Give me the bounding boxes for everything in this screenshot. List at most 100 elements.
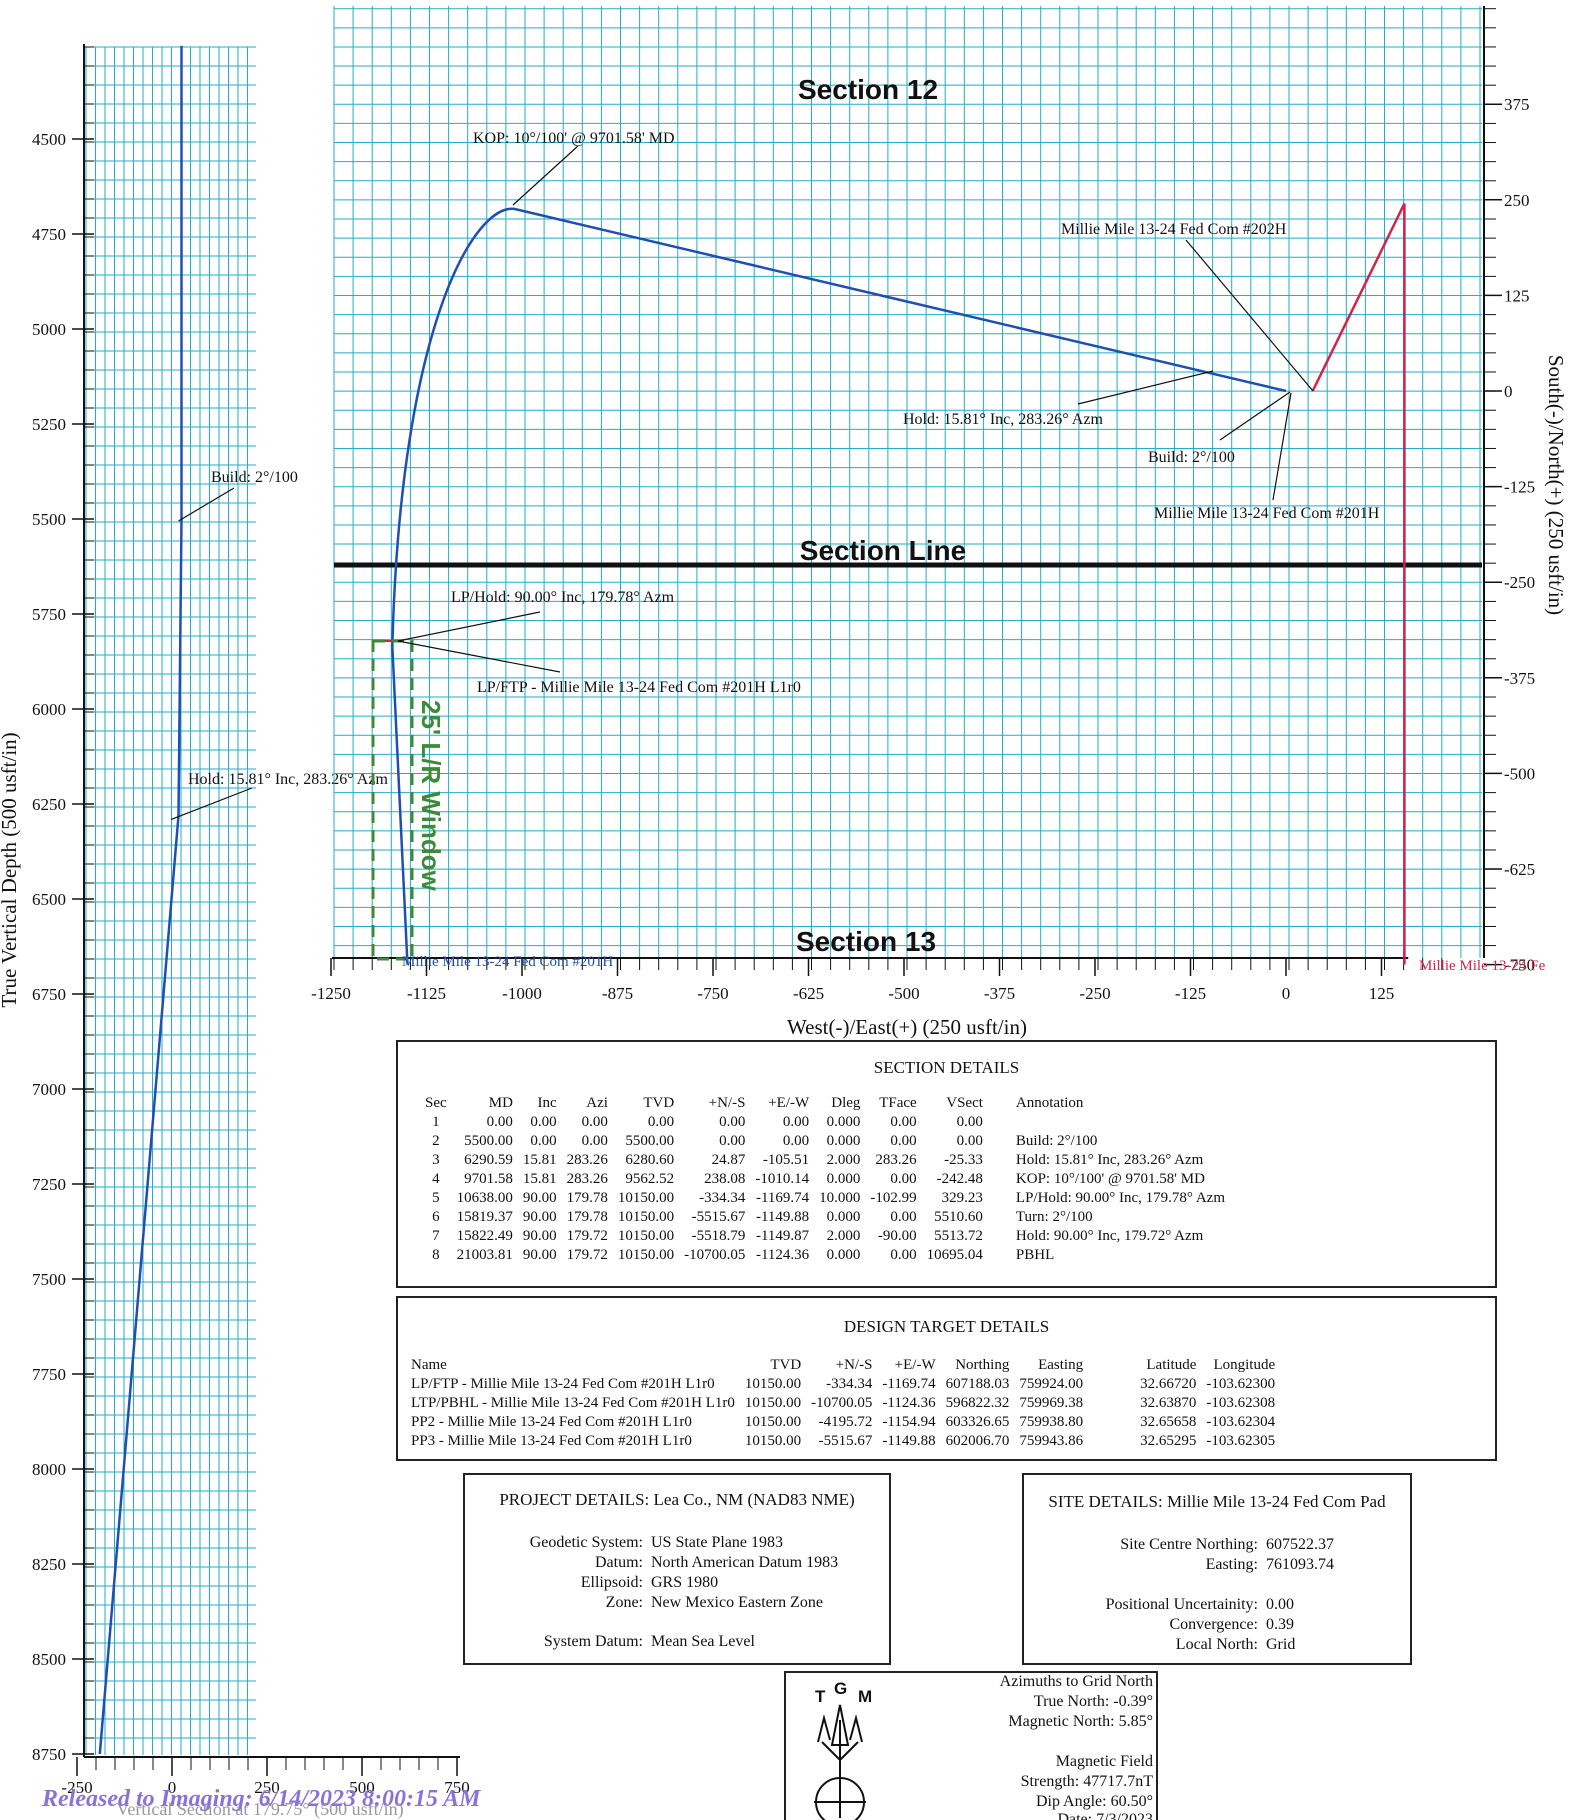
project-value: North American Datum 1983 bbox=[651, 1554, 839, 1571]
site-row: Positional Uncertainity:0.00 bbox=[1024, 1595, 1334, 1615]
well-201h-bottom-label: Millie Mile 13-24 Fed Com #201H bbox=[402, 954, 613, 970]
annotation-leader bbox=[512, 145, 579, 206]
ew-tick-label: -375 bbox=[984, 984, 1015, 1003]
section-table-cell: 0.00 bbox=[782, 1114, 810, 1130]
target-table-cell: 759938.80 bbox=[1019, 1414, 1084, 1430]
ew-tick-label: -1250 bbox=[311, 984, 351, 1003]
section-table-cell: 179.78 bbox=[566, 1209, 608, 1225]
section-table-cell: 0.000 bbox=[826, 1247, 861, 1263]
section-table-cell: 0.00 bbox=[890, 1247, 917, 1263]
section-column-header: Dleg bbox=[831, 1095, 861, 1111]
section-table-cell: -25.33 bbox=[944, 1152, 983, 1168]
section-table-cell: 0.00 bbox=[956, 1114, 983, 1130]
lp-hold-annotation: LP/Hold: 90.00° Inc, 179.78° Azm bbox=[451, 589, 675, 606]
section-column-header: +E/-W bbox=[768, 1095, 810, 1111]
vertical-section-y-axis-label: True Vertical Depth (500 usft/in) bbox=[0, 732, 21, 1007]
project-row: Zone:New Mexico Eastern Zone bbox=[465, 1593, 838, 1613]
target-column-header: Name bbox=[411, 1357, 447, 1373]
site-key: Easting: bbox=[1205, 1556, 1258, 1573]
ew-tick-label: -1125 bbox=[407, 984, 446, 1003]
magnetic-north-letter: M bbox=[858, 1687, 872, 1706]
target-table-cell: 10150.00 bbox=[744, 1376, 802, 1392]
tvd-tick-label: 8250 bbox=[32, 1555, 66, 1574]
project-key: Zone: bbox=[605, 1594, 643, 1611]
target-table-cell: 32.65295 bbox=[1140, 1433, 1197, 1449]
section-table-cell: KOP: 10°/100' @ 9701.58' MD bbox=[1015, 1171, 1205, 1187]
section-table-cell: 9701.58 bbox=[464, 1171, 513, 1187]
ew-tick-label: -250 bbox=[1079, 984, 1110, 1003]
section-table-cell: PBHL bbox=[1015, 1247, 1055, 1263]
section-table-cell: 10150.00 bbox=[617, 1228, 675, 1244]
target-table-cell: -1149.88 bbox=[882, 1433, 936, 1449]
well-202h-label: Millie Mile 13-24 Fed Com #202H bbox=[1061, 221, 1287, 238]
build-annotation: Build: 2°/100 bbox=[1148, 449, 1235, 466]
section-table-cell: 0.00 bbox=[719, 1114, 746, 1130]
magnetic-north-value: Magnetic North: 5.85° bbox=[1008, 1713, 1153, 1730]
magnetic-strength: Strength: 47717.7nT bbox=[1021, 1773, 1154, 1790]
target-column-header: Latitude bbox=[1146, 1357, 1197, 1373]
target-table-cell: -103.62304 bbox=[1206, 1414, 1276, 1430]
site-row: Convergence:0.39 bbox=[1024, 1615, 1334, 1635]
magnetic-field-title: Magnetic Field bbox=[1056, 1753, 1153, 1770]
section-table-cell: Hold: 90.00° Inc, 179.72° Azm bbox=[1015, 1228, 1204, 1244]
section-table-cell: 21003.81 bbox=[456, 1247, 513, 1263]
site-details-rows: Site Centre Northing:607522.37 Easting:7… bbox=[1024, 1535, 1334, 1655]
ew-tick-label: 0 bbox=[1282, 984, 1291, 1003]
section-table-cell: 179.72 bbox=[566, 1247, 608, 1263]
ns-tick-label: -500 bbox=[1504, 764, 1535, 783]
target-table-cell: 759969.38 bbox=[1019, 1395, 1084, 1411]
section-column-header: Sec bbox=[425, 1095, 447, 1111]
well-202h-bottom-label: Millie Mile 13-24 Fe bbox=[1419, 958, 1546, 974]
section-table-cell: 0.00 bbox=[581, 1114, 608, 1130]
well-201h-path bbox=[391, 207, 1287, 965]
target-table-cell: 32.65658 bbox=[1140, 1414, 1197, 1430]
section-table-cell: 10695.04 bbox=[926, 1247, 983, 1263]
site-row: Site Centre Northing:607522.37 bbox=[1024, 1535, 1334, 1555]
section-table-cell: 0.00 bbox=[890, 1209, 917, 1225]
vertical-section-well-path bbox=[98, 45, 183, 1755]
vertical-section-x-axis-label: Vertical Section at 179.75° (500 usft/in… bbox=[116, 1799, 403, 1820]
section-table-cell: 0.00 bbox=[581, 1133, 608, 1149]
section-table-cell: 3 bbox=[432, 1152, 440, 1168]
vs-tick-label: 250 bbox=[254, 1778, 280, 1797]
hold-annotation: Hold: 15.81° Inc, 283.26° Azm bbox=[188, 771, 388, 788]
target-table-cell: 32.66720 bbox=[1140, 1376, 1197, 1392]
section-table-cell: 15.81 bbox=[522, 1171, 557, 1187]
target-table-cell: 10150.00 bbox=[744, 1395, 802, 1411]
ew-tick-label: -125 bbox=[1175, 984, 1206, 1003]
ns-tick-label: 250 bbox=[1504, 191, 1530, 210]
section-table-cell: 24.87 bbox=[711, 1152, 746, 1168]
plan-view-axes: -1250-1125-1000-875-750-625-500-375-250-… bbox=[311, 6, 1535, 1003]
dip-angle: Dip Angle: 60.50° bbox=[1036, 1793, 1153, 1810]
section-table-cell: -1149.87 bbox=[755, 1228, 810, 1244]
project-value: Mean Sea Level bbox=[651, 1633, 755, 1650]
target-table-row: PP3 - Millie Mile 13-24 Fed Com #201H L1… bbox=[406, 1432, 1280, 1451]
true-north-letter: T bbox=[815, 1687, 826, 1706]
section-column-header: TFace bbox=[879, 1095, 917, 1111]
ew-tick-label: -625 bbox=[793, 984, 824, 1003]
section-column-header: +N/-S bbox=[708, 1095, 746, 1111]
project-details-rows: Geodetic System:US State Plane 1983 Datu… bbox=[465, 1533, 838, 1652]
section-table-cell: 10.000 bbox=[819, 1190, 861, 1206]
site-row: Local North:Grid bbox=[1024, 1635, 1334, 1655]
section-table-cell: 5500.00 bbox=[464, 1133, 513, 1149]
tvd-tick-label: 7000 bbox=[32, 1080, 66, 1099]
target-table-cell: -103.62300 bbox=[1206, 1376, 1276, 1392]
section-table-cell: 0.00 bbox=[782, 1133, 810, 1149]
target-table-row: PP2 - Millie Mile 13-24 Fed Com #201H L1… bbox=[406, 1413, 1280, 1432]
section-table-cell: 90.00 bbox=[522, 1228, 557, 1244]
section-table-cell: 238.08 bbox=[704, 1171, 746, 1187]
tvd-tick-label: 4750 bbox=[32, 225, 66, 244]
target-table-cell: 759943.86 bbox=[1019, 1433, 1084, 1449]
vs-tick-label: 0 bbox=[168, 1778, 177, 1797]
project-key: Ellipsoid: bbox=[580, 1574, 643, 1591]
site-key: Positional Uncertainity: bbox=[1105, 1596, 1258, 1613]
site-value: 607522.37 bbox=[1266, 1536, 1334, 1553]
target-table-row: LP/FTP - Millie Mile 13-24 Fed Com #201H… bbox=[406, 1375, 1280, 1394]
true-north-value: True North: -0.39° bbox=[1034, 1693, 1153, 1710]
